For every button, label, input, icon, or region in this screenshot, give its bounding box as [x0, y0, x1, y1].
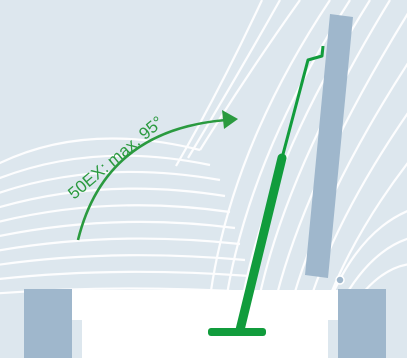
window-sash: [305, 14, 353, 278]
frame-top-rail: [72, 290, 338, 320]
frame-right: [338, 289, 386, 358]
opening-arrow: [76, 110, 238, 241]
frame-base: [82, 320, 328, 358]
frame-left: [24, 289, 72, 358]
chain-actuator: [208, 45, 325, 336]
sash-hinge: [335, 275, 345, 285]
